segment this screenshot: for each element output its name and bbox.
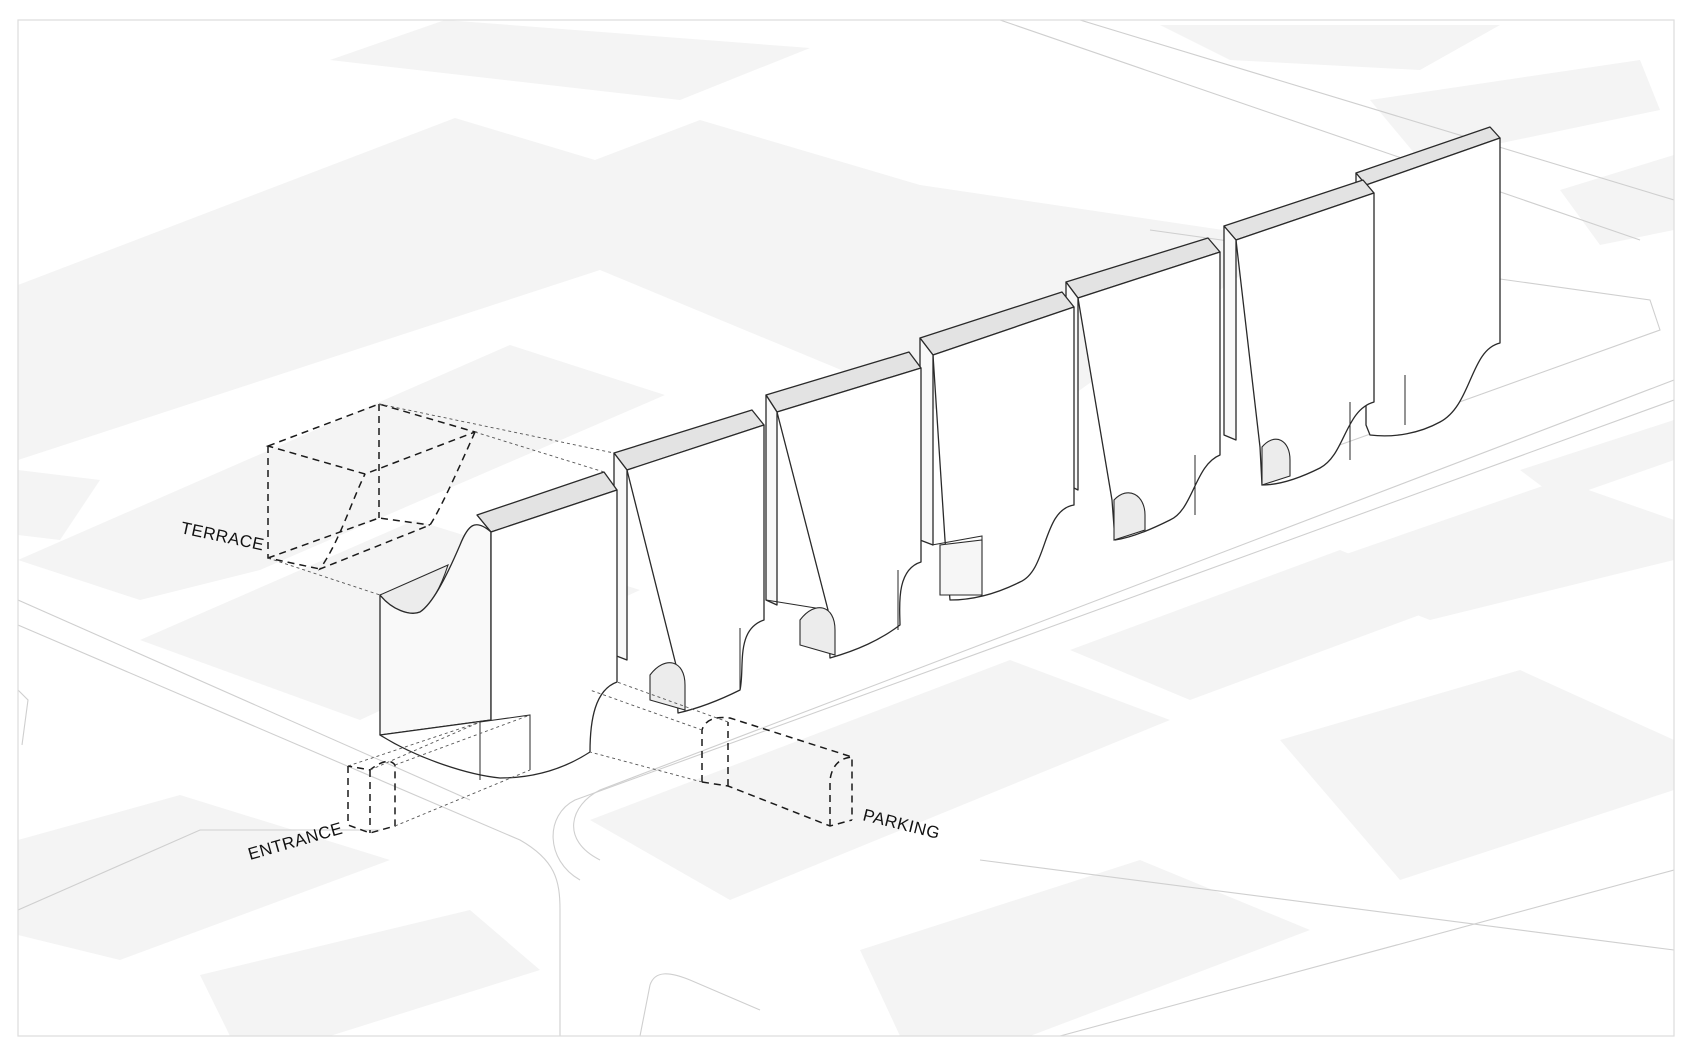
entrance-ghost-edge [347,760,396,834]
road-line [1079,20,1674,201]
building-side-face [1235,192,1375,486]
building-side-face [626,424,765,714]
projection-line [347,721,481,767]
parking-ghost-edge [829,756,853,826]
ground-block [18,470,100,540]
building-front-face [379,524,492,736]
parking-ghost-volume [589,681,853,827]
projection-line [267,557,381,596]
road-line [1059,869,1674,1036]
arch-niche [799,607,836,656]
building-front-face [1223,225,1237,441]
ground-block [1560,155,1674,245]
terrace-ghost-edge [317,431,476,571]
ground-block [18,345,665,600]
ground-block [1160,25,1500,70]
ground-block [1370,60,1660,160]
road-lines [18,20,1674,1036]
building-front-face [765,394,778,606]
building-side-face [1365,137,1501,437]
drawing-frame [17,19,1675,1037]
ground-block [590,660,1170,900]
projection-line [616,681,729,723]
road-line [18,829,380,911]
building-5 [1065,237,1221,541]
road-line [639,973,761,1036]
road-line [552,399,1674,881]
building-front-face [919,337,934,546]
road-line [999,20,1641,241]
building-7 [1355,126,1501,437]
entrance-ghost-volume [347,714,531,834]
projection-line [474,431,605,473]
arch-niche [1261,438,1291,486]
road-line [18,689,29,746]
building-side-face [379,489,618,779]
building-side-face [776,367,922,659]
ground-block [1300,480,1674,620]
arch-niche [649,662,686,711]
building-side-face [932,306,1075,601]
parking-ghost-edge [701,716,853,820]
terrace-ghost-volume [265,403,615,596]
projection-line [394,769,531,827]
ground-block [18,795,390,960]
terrace-ghost-edge [267,517,431,559]
ground-block [200,910,540,1036]
projection-line [589,751,703,783]
building-edge [476,514,492,533]
road-line [18,624,561,1036]
building-1 [379,471,618,780]
building-2 [613,409,765,714]
building-6 [1223,179,1375,486]
building-edge [479,714,531,770]
arch-niche [939,539,983,596]
road-line [18,599,471,801]
arch-niche [1113,492,1146,541]
parking-ghost-edge [701,781,853,827]
projection-line [589,689,703,731]
projection-line [369,721,481,771]
ground-block [1520,420,1674,500]
building-side-face [1077,251,1221,541]
building-3 [765,351,922,659]
ground-block [860,860,1310,1036]
building-row [379,126,1501,780]
building-4 [919,291,1075,601]
road-line [979,859,1674,951]
projection-line [378,403,615,454]
ground-block [330,20,810,100]
ground-block [1280,670,1674,880]
